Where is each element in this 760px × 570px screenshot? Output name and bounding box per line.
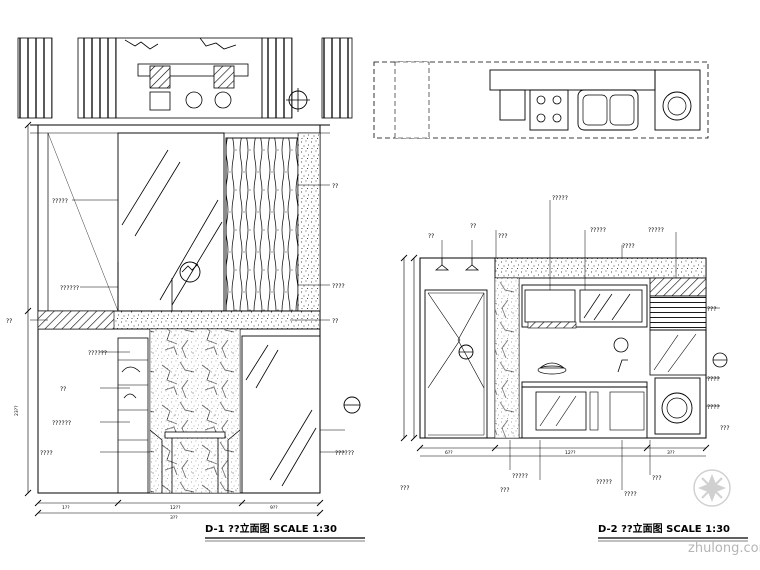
label-louver: ????? xyxy=(648,227,664,234)
label-top-left: ????? xyxy=(52,198,68,205)
label-right-2: ???? xyxy=(707,376,720,383)
kitchen-plan-view xyxy=(373,61,709,139)
label-shelf-1: ?????? xyxy=(88,350,107,357)
label-bottom-door: ??? xyxy=(400,485,410,492)
dim-r-3: 3?? xyxy=(667,450,675,456)
left-drawing-title: D-1 ??立面图 SCALE 1:30 xyxy=(205,522,337,535)
label-bottom-5: ??? xyxy=(652,475,662,482)
dim-r-1: 6?? xyxy=(445,450,453,456)
kitchen-labels: ?? ?? ??? ????? ????? ???? ????? ??? ???… xyxy=(400,195,748,542)
watermark-text: zhulong.com xyxy=(688,541,760,556)
right-drawing-title: D-2 ??立面图 SCALE 1:30 xyxy=(598,522,730,535)
dim-total: 3?? xyxy=(170,515,178,521)
left-plan-view xyxy=(17,37,353,119)
label-right-1: ??? xyxy=(707,306,717,313)
label-right-4: ??? xyxy=(720,425,730,432)
dim-r-2: 12?? xyxy=(565,450,576,456)
living-room-labels: ????? ?????? ?? ?? ???? ?? ?????? ?? ???… xyxy=(6,183,365,542)
label-bottom-4: ???? xyxy=(624,491,637,498)
label-mid-left: ?????? xyxy=(60,285,79,292)
label-wood-panel: ?? xyxy=(332,183,338,190)
label-ceiling: ??? xyxy=(498,233,508,240)
label-light-1: ?? xyxy=(428,233,434,240)
dim-side: 23?? xyxy=(14,405,20,416)
dim-bottom-1: 1?? xyxy=(62,505,70,511)
label-right-3: ???? xyxy=(707,404,720,411)
label-right-base: ?????? xyxy=(335,450,354,457)
kitchen-elevation xyxy=(400,200,728,490)
dim-bottom-3: 9?? xyxy=(270,505,278,511)
dim-bottom-2: 12?? xyxy=(170,505,181,511)
label-glass-door: ????? xyxy=(590,227,606,234)
watermark-logo-icon xyxy=(693,469,731,507)
living-room-elevation xyxy=(24,121,361,517)
label-upper-cab: ????? xyxy=(552,195,568,202)
label-panel: ???? xyxy=(622,243,635,250)
label-shelf-2: ?? xyxy=(60,386,66,393)
label-bottom-2: ??? xyxy=(500,487,510,494)
label-right-panel: ???? xyxy=(332,283,345,290)
label-counter: ?? xyxy=(6,318,12,325)
label-band: ?? xyxy=(332,318,338,325)
label-bottom-1: ????? xyxy=(512,473,528,480)
label-bottom-3: ????? xyxy=(596,479,612,486)
label-base: ???? xyxy=(40,450,53,457)
label-shelf-3: ?????? xyxy=(52,420,71,427)
label-light-2: ?? xyxy=(470,223,476,230)
watermark: zhulong.com xyxy=(688,469,760,556)
